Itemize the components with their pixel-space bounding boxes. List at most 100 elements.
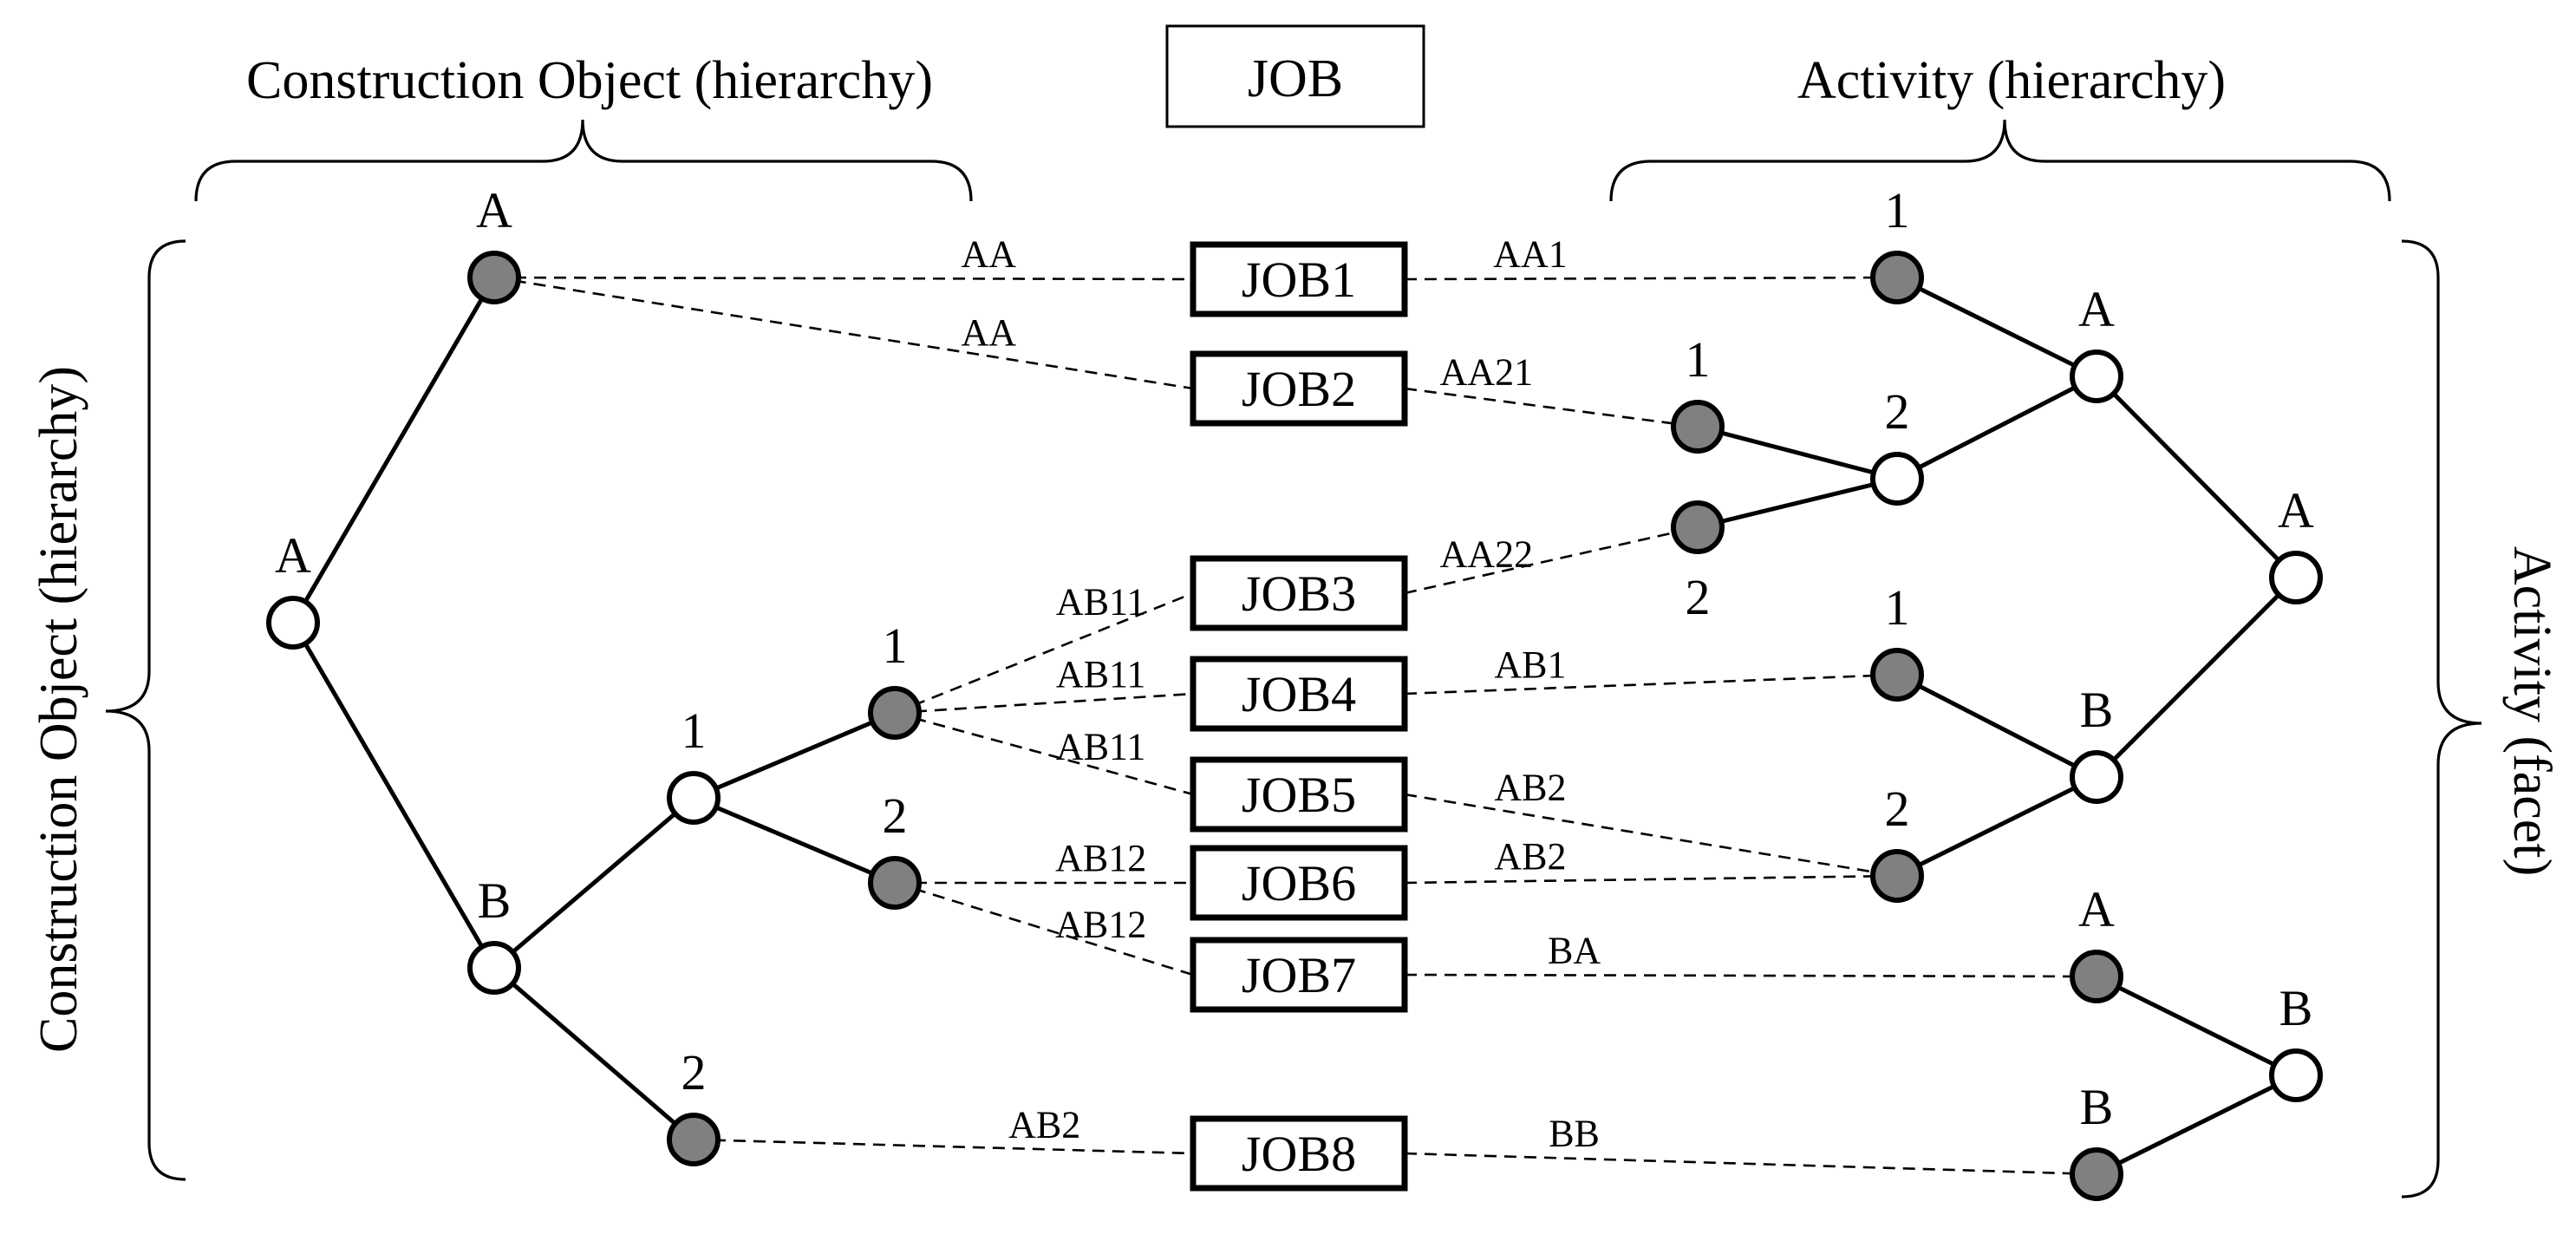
open-node xyxy=(2269,551,2323,604)
open-node xyxy=(2269,1048,2323,1102)
job-box-job3 xyxy=(1190,555,1408,631)
link-line-aa-job1 xyxy=(493,276,1194,281)
link-code-label: AB2 xyxy=(1494,835,1566,878)
construction-object-hierarchy-side-label: Construction Object (hierarchy) xyxy=(29,366,88,1053)
filled-node xyxy=(1671,500,1725,554)
link-line-job8-bb xyxy=(1404,1152,2097,1176)
job-box-label: JOB6 xyxy=(1242,855,1356,911)
job-box-label: JOB2 xyxy=(1242,361,1356,417)
job-box-label: JOB1 xyxy=(1242,251,1356,308)
node-label: 2 xyxy=(1885,781,1910,837)
link-code-label: AB11 xyxy=(1056,653,1146,696)
node-label: A xyxy=(2078,881,2115,937)
job-box-job7 xyxy=(1190,937,1408,1013)
job-box-job6 xyxy=(1190,845,1408,921)
link-code-label: AB2 xyxy=(1494,767,1566,809)
node-label: 2 xyxy=(681,1044,707,1101)
link-code-label: BA xyxy=(1548,929,1601,971)
link-line-ab12-job7 xyxy=(894,881,1194,976)
link-code-label: AB12 xyxy=(1055,903,1146,945)
tree-edge xyxy=(1895,774,2098,878)
link-code-label: BB xyxy=(1549,1112,1600,1154)
job-box-job4 xyxy=(1190,656,1408,732)
node-label: 1 xyxy=(1686,331,1711,388)
open-node xyxy=(2070,750,2123,804)
link-line-job3-aa22 xyxy=(1404,526,1699,595)
node-label: B xyxy=(2080,1079,2114,1135)
node-label: 1 xyxy=(1885,182,1910,238)
link-line-ab11-job4 xyxy=(894,692,1194,715)
tree-edge xyxy=(1697,476,1898,530)
filled-node xyxy=(2070,950,2123,1003)
link-code-label: AA xyxy=(962,311,1017,354)
top-left-brace xyxy=(194,119,973,202)
link-lines xyxy=(493,276,2097,1176)
filled-node xyxy=(868,686,922,740)
link-code-label: AA21 xyxy=(1440,351,1534,394)
filled-node xyxy=(1870,648,1924,702)
link-line-job7-ba xyxy=(1404,973,2097,978)
tree-edge xyxy=(1697,424,1898,481)
tree-edge xyxy=(2095,375,2298,579)
job-box-label: JOB8 xyxy=(1242,1126,1356,1182)
node-label: 1 xyxy=(681,702,707,759)
job-header-box xyxy=(1165,24,1425,128)
tree-edge xyxy=(2095,1073,2298,1177)
code-labels: AAAAAB11AB11AB11AB12AB12AB2AA1AA21AA22AB… xyxy=(962,232,1601,1154)
job-box-job5 xyxy=(1190,756,1408,833)
construction-object-hierarchy-title: Construction Object (hierarchy) xyxy=(246,51,933,110)
node-label: B xyxy=(2080,682,2114,738)
link-line-ab11-job3 xyxy=(894,591,1194,715)
job-box-job2 xyxy=(1190,350,1408,427)
node-label: 2 xyxy=(1686,569,1711,625)
tree-edge xyxy=(290,621,497,970)
filled-node xyxy=(1870,849,1924,903)
filled-node xyxy=(467,251,521,304)
filled-node xyxy=(2070,1147,2123,1201)
tree-edges xyxy=(290,275,2298,1177)
filled-node xyxy=(667,1113,721,1166)
node-label: 2 xyxy=(1885,383,1910,440)
job-box-label: JOB3 xyxy=(1242,565,1356,622)
job-box-job1 xyxy=(1190,241,1408,317)
open-node xyxy=(1870,452,1924,506)
link-line-job5-ab2 xyxy=(1404,793,1898,878)
link-code-label: AB12 xyxy=(1055,837,1146,879)
tree-edge xyxy=(492,966,695,1141)
link-code-label: AB11 xyxy=(1056,726,1146,768)
open-node xyxy=(266,596,320,650)
node-label: B xyxy=(478,872,512,929)
filled-node xyxy=(1671,400,1725,454)
link-code-label: AA22 xyxy=(1440,532,1534,575)
tree-edge xyxy=(2095,576,2298,779)
open-node xyxy=(467,941,521,995)
node-label: A xyxy=(2278,482,2314,539)
tree-edge xyxy=(693,710,896,800)
filled-node xyxy=(868,856,922,910)
job-box-label: JOB4 xyxy=(1242,666,1356,722)
tree-edge xyxy=(1895,275,2098,379)
filled-node xyxy=(1870,251,1924,304)
link-line-job2-aa21 xyxy=(1404,387,1699,428)
link-line-aa-job2 xyxy=(493,276,1194,390)
node-label: B xyxy=(2279,980,2313,1036)
tree-edge xyxy=(1895,374,2098,481)
link-line-job6-ab2 xyxy=(1404,874,1898,885)
top-right-brace xyxy=(1609,119,2391,202)
job-box-label: JOB7 xyxy=(1242,947,1356,1003)
open-node xyxy=(2070,349,2123,403)
node-label: A xyxy=(275,527,311,584)
tree-edge xyxy=(290,276,497,624)
activity-facet-side-label: Activity (facet) xyxy=(2502,546,2561,876)
link-code-label: AB1 xyxy=(1494,643,1566,686)
link-line-ab11-job5 xyxy=(894,711,1194,796)
link-line-job1-aa1 xyxy=(1404,276,1898,281)
link-code-label: AA xyxy=(962,232,1017,275)
node-label: 2 xyxy=(883,787,908,844)
link-line-ab2-job8 xyxy=(693,1138,1194,1155)
left-side-brace xyxy=(105,239,186,1181)
tree-edge xyxy=(1895,672,2098,780)
tree-edge xyxy=(2095,974,2298,1078)
